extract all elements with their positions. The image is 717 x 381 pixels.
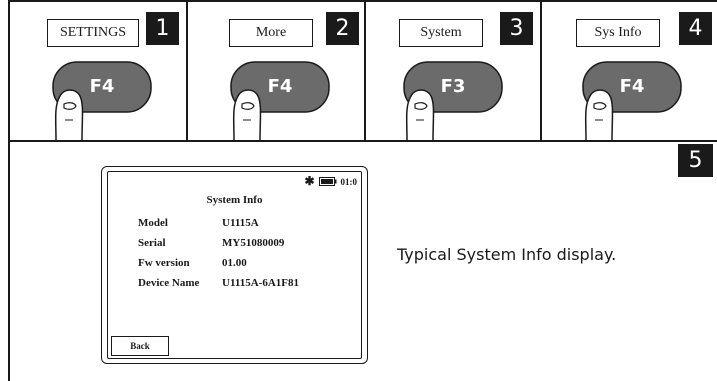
step-number: 3 bbox=[500, 12, 533, 45]
lcd-status-bar: ✱ 01:0 bbox=[304, 174, 357, 189]
f4-key-press: F4 bbox=[52, 61, 152, 140]
f3-key-label: F3 bbox=[441, 76, 466, 97]
softkey-system: System bbox=[399, 19, 483, 47]
info-row-device-name: Device Name U1115A-6A1F81 bbox=[138, 277, 299, 289]
step-4-panel: Sys Info 4 F4 bbox=[540, 0, 717, 140]
step-number: 2 bbox=[326, 12, 359, 45]
finger-icon bbox=[405, 89, 435, 140]
info-value: U1115A bbox=[222, 217, 259, 229]
softkey-settings: SETTINGS bbox=[47, 19, 139, 47]
step-5-caption: Typical System Info display. bbox=[397, 245, 617, 264]
battery-icon bbox=[318, 177, 336, 186]
info-value: MY51080009 bbox=[222, 237, 285, 249]
info-key: Model bbox=[138, 217, 168, 229]
f4-key-label: F4 bbox=[620, 76, 645, 97]
f4-key-press: F4 bbox=[582, 61, 682, 140]
f4-key-label: F4 bbox=[90, 76, 115, 97]
panel-divider-2 bbox=[364, 0, 366, 140]
softkey-more: More bbox=[229, 19, 313, 47]
lcd-display: ✱ 01:0 System Info Model U1115A Serial MY5… bbox=[101, 166, 368, 364]
panel-divider-3 bbox=[540, 0, 542, 140]
back-softkey: Back bbox=[111, 336, 169, 356]
asterisk-icon: ✱ bbox=[304, 174, 315, 188]
info-row-fw-version: Fw version 01.00 bbox=[138, 257, 247, 269]
info-key: Serial bbox=[138, 237, 166, 249]
row-divider bbox=[8, 140, 717, 142]
finger-icon bbox=[584, 89, 614, 140]
lcd-title: System Info bbox=[206, 194, 263, 206]
clock: 01:0 bbox=[340, 176, 358, 187]
step-number: 4 bbox=[679, 12, 712, 45]
left-border bbox=[8, 0, 10, 381]
step-number: 1 bbox=[146, 12, 179, 45]
step-1-panel: SETTINGS 1 F4 bbox=[8, 0, 186, 140]
softkey-sys-info: Sys Info bbox=[576, 19, 660, 47]
top-border bbox=[8, 0, 717, 2]
step-5-number: 5 bbox=[678, 144, 713, 177]
finger-icon bbox=[54, 89, 84, 140]
panel-divider-1 bbox=[186, 0, 188, 140]
info-value: U1115A-6A1F81 bbox=[222, 277, 299, 289]
info-key: Fw version bbox=[138, 257, 190, 269]
lcd-screen: ✱ 01:0 System Info Model U1115A Serial MY5… bbox=[107, 171, 362, 359]
step-2-panel: More 2 F4 bbox=[186, 0, 364, 140]
info-row-serial: Serial MY51080009 bbox=[138, 237, 284, 249]
info-key: Device Name bbox=[138, 277, 200, 289]
info-row-model: Model U1115A bbox=[138, 217, 259, 229]
info-value: 01.00 bbox=[222, 257, 247, 269]
f4-key-press: F4 bbox=[230, 61, 330, 140]
step-3-panel: System 3 F3 bbox=[364, 0, 540, 140]
procedure-diagram: SETTINGS 1 F4 More 2 F4 System 3 bbox=[8, 0, 717, 381]
finger-icon bbox=[232, 89, 262, 140]
f3-key-press: F3 bbox=[403, 61, 503, 140]
f4-key-label: F4 bbox=[268, 76, 293, 97]
